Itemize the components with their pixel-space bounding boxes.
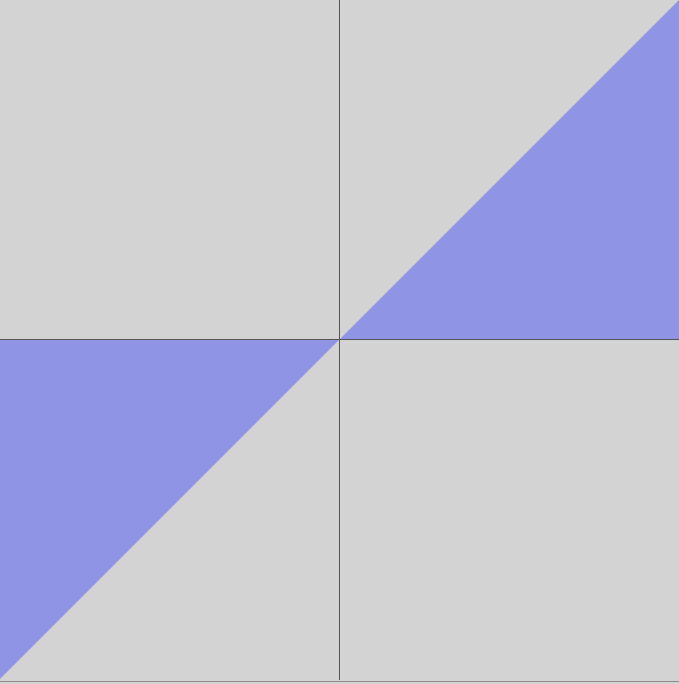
third-quadrant-upper-triangle <box>0 339 340 679</box>
first-quadrant-lower-triangle <box>339 0 679 340</box>
